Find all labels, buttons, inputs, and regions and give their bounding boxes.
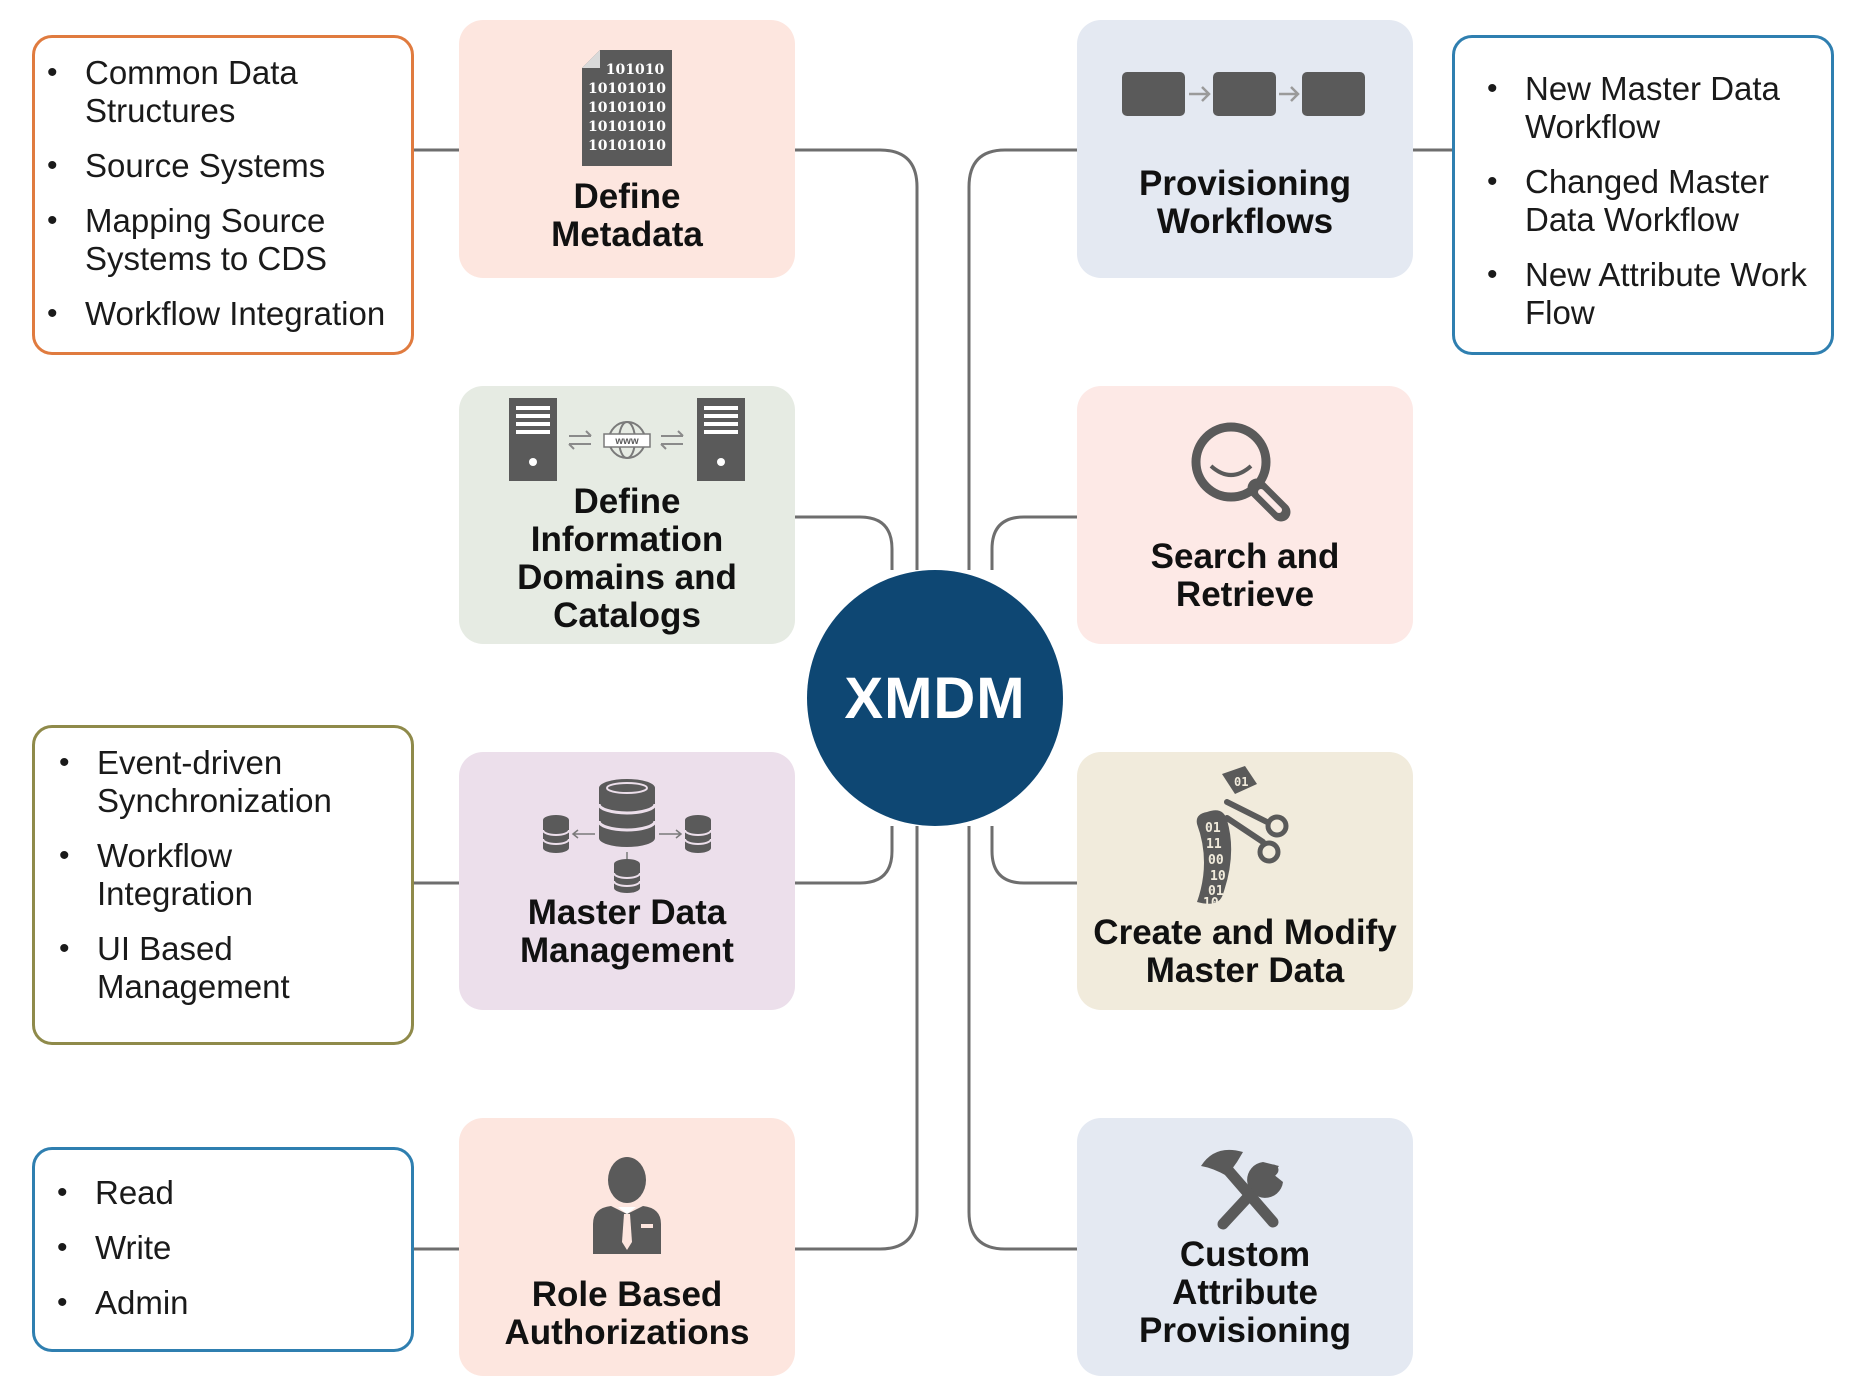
binary-line-1: 101010 [606, 62, 665, 78]
node-label: Define Metadata [551, 177, 703, 254]
node-label: Master Data Management [520, 893, 734, 970]
node-define-domains: www Define Information Domains and Catal… [459, 386, 795, 644]
node-label: Search and Retrieve [1150, 537, 1340, 614]
database-left-icon [542, 815, 570, 853]
user-tie-icon [593, 1157, 661, 1254]
node-label: Create and Modify Master Data [1093, 913, 1397, 990]
tape-digits-5: 01 [1208, 884, 1224, 899]
step-arrows-icon [1189, 86, 1300, 102]
node-label: Custom Attribute Provisioning [1139, 1235, 1351, 1350]
connector-provisioning-workflows [967, 148, 1077, 570]
data-flow-arrows-icon [571, 829, 683, 859]
tape-digits-6: 10 [1203, 896, 1219, 911]
magnifier-icon [1191, 422, 1291, 522]
tape-digits-1: 01 [1205, 821, 1221, 836]
connector-custom-attr [967, 826, 1077, 1251]
tape-digits-cut: 01 [1234, 775, 1248, 789]
connector-role-auth [795, 826, 919, 1251]
list-item: Workflow Integration [47, 295, 411, 333]
databases-icon [542, 779, 712, 893]
servers-network-icon: www [509, 398, 745, 481]
info-box-auth: Read Write Admin [32, 1147, 414, 1352]
node-role-auth: Role Based Authorizations [459, 1118, 795, 1376]
binary-document-icon: 101010 10101010 10101010 10101010 101010… [582, 50, 672, 166]
hub-label: XMDM [844, 665, 1026, 731]
connector-search-retrieve [990, 515, 1077, 570]
node-search-retrieve: Search and Retrieve [1077, 386, 1413, 644]
database-right-icon [684, 815, 712, 853]
node-label: Role Based Authorizations [504, 1275, 750, 1352]
binary-line-2: 10101010 [588, 81, 666, 97]
xmdm-hub: XMDM [807, 570, 1063, 826]
scissors-icon [1224, 799, 1289, 864]
connector-create-modify [990, 826, 1077, 885]
bullet-list: Read Write Admin [35, 1150, 411, 1322]
www-label: www [614, 436, 639, 447]
globe-icon: www [603, 421, 651, 459]
node-label: Provisioning Workflows [1139, 164, 1351, 241]
list-item: Admin [57, 1284, 411, 1322]
server-right-icon [697, 398, 745, 481]
list-item: Write [57, 1229, 411, 1267]
binary-line-3: 10101010 [588, 100, 666, 116]
node-label: Define Information Domains and Catalogs [517, 482, 737, 635]
node-master-data-mgmt: Master Data Management [459, 752, 795, 1010]
hammer-icon [1201, 1149, 1279, 1228]
node-provisioning-workflows: Provisioning Workflows [1077, 20, 1413, 278]
exchange-arrows-icon [568, 430, 684, 450]
list-item: Source Systems [47, 147, 411, 185]
data-scissors-icon: 01 11 00 10 01 10 01 [1196, 766, 1289, 911]
tape-digits-2: 11 [1206, 837, 1222, 852]
tape-digits-3: 00 [1208, 853, 1224, 868]
connector-master-data-mgmt [795, 826, 894, 885]
node-define-metadata: 101010 10101010 10101010 10101010 101010… [459, 20, 795, 278]
list-item: Read [57, 1174, 411, 1212]
binary-line-5: 10101010 [588, 138, 666, 154]
tools-icon [1201, 1149, 1283, 1230]
workflow-steps-icon [1122, 72, 1365, 116]
binary-line-4: 10101010 [588, 119, 666, 135]
node-custom-attr: Custom Attribute Provisioning [1077, 1118, 1413, 1376]
connector-define-domains [795, 515, 894, 570]
database-bottom-icon [613, 859, 641, 893]
tape-digits-4: 10 [1210, 869, 1226, 884]
database-main-icon [597, 779, 657, 847]
node-create-modify: 01 11 00 10 01 10 01 Create and Modify M… [1077, 752, 1413, 1010]
server-left-icon [509, 398, 557, 481]
connector-define-metadata [795, 148, 919, 570]
